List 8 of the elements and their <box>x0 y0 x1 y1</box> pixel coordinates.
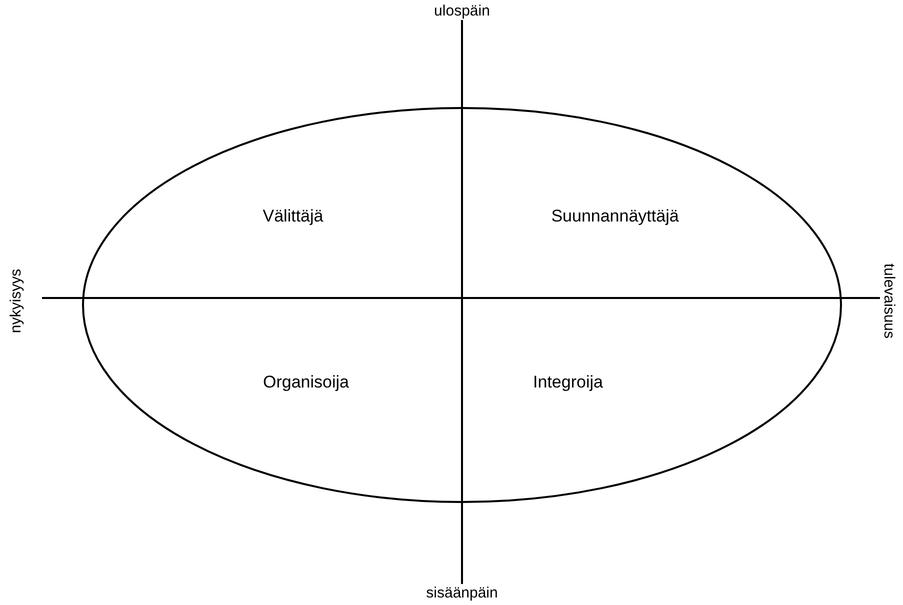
axis-label: nykyisyys <box>8 268 24 334</box>
axis-label: ulospäin <box>434 4 490 18</box>
quadrant-label: Välittäjä <box>262 208 324 224</box>
quadrant-label: Organisoija <box>263 374 349 390</box>
axis-label: tulevaisuus <box>882 263 896 339</box>
quadrant-label: Integroija <box>533 374 603 390</box>
quadrant-label: Suunnannäyttäjä <box>551 208 679 224</box>
axis-label: sisäänpäin <box>426 586 498 600</box>
